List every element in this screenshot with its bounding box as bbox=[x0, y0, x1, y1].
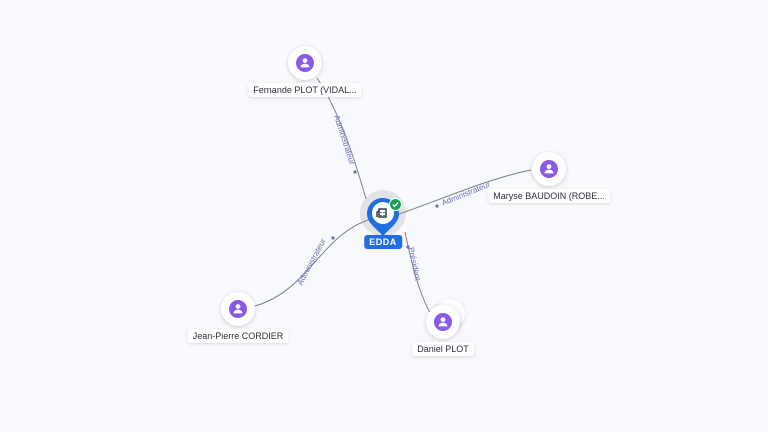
person-icon bbox=[233, 304, 243, 314]
edge-arrow-dot bbox=[406, 245, 410, 249]
edge-arrow-dot bbox=[353, 170, 357, 174]
relationship-edge bbox=[398, 169, 532, 215]
relationship-edge bbox=[404, 231, 431, 314]
person-avatar bbox=[532, 152, 566, 186]
verified-check-icon bbox=[389, 198, 402, 211]
person-icon bbox=[438, 317, 448, 327]
person-name-label: Maryse BAUDOIN (ROBE... bbox=[488, 189, 610, 203]
person-avatar bbox=[288, 46, 322, 80]
edge-arrow-dot bbox=[435, 204, 439, 208]
person-icon bbox=[544, 164, 554, 174]
building-icon bbox=[376, 208, 387, 218]
person-avatar bbox=[221, 292, 255, 326]
person-icon bbox=[300, 58, 310, 68]
person-avatar bbox=[426, 305, 460, 339]
edge-role-label: Administrateur bbox=[332, 114, 357, 166]
edge-role-label: Administrateur bbox=[296, 237, 328, 287]
person-name-label: Jean-Pierre CORDIER bbox=[187, 329, 289, 343]
edge-role-label: Président bbox=[406, 246, 422, 282]
company-label: EDDA bbox=[364, 235, 402, 249]
edge-arrow-dot bbox=[331, 236, 335, 240]
person-name-label: Daniel PLOT bbox=[412, 342, 474, 356]
edge-role-label: Administrateur bbox=[440, 180, 492, 208]
person-name-label: Fernande PLOT (VIDAL... bbox=[248, 83, 362, 97]
relationship-edge bbox=[254, 218, 372, 307]
